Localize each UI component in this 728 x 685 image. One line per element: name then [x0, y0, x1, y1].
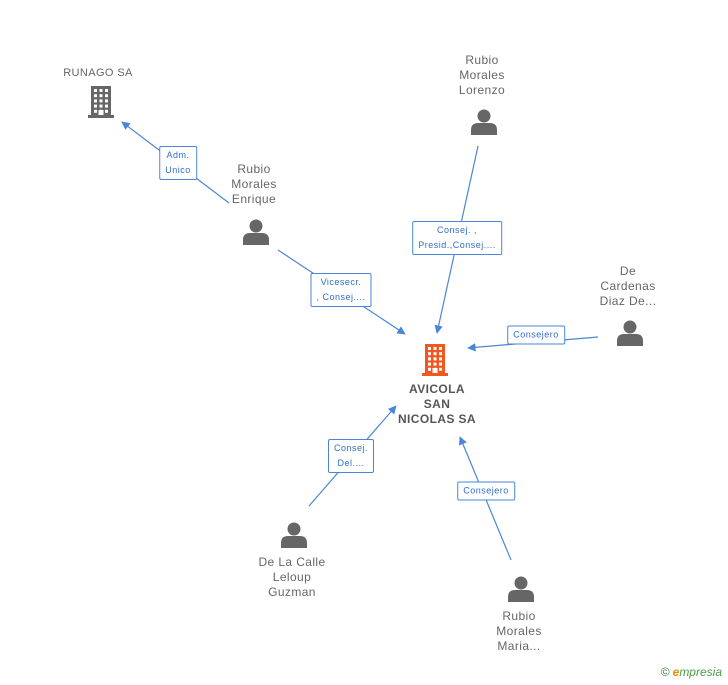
node-maria-person-icon[interactable]: [508, 576, 534, 603]
node-label-enrique[interactable]: Rubio Morales Enrique: [231, 162, 277, 206]
node-lorenzo-person-icon[interactable]: [471, 109, 497, 136]
node-label-decardenas[interactable]: De Cardenas Diaz De...: [599, 264, 657, 308]
edge-label-enrique-center[interactable]: Vicesecr. , Consej....: [310, 273, 372, 307]
empresia-footer: © empresia: [661, 665, 722, 679]
node-label-runago[interactable]: RUNAGO SA: [63, 67, 133, 79]
copyright-symbol: ©: [660, 665, 670, 679]
empresia-logo: empresia: [672, 665, 722, 679]
node-label-delacalle[interactable]: De La Calle Leloup Guzman: [258, 555, 326, 599]
edge-label-maria-center[interactable]: Consejero: [457, 481, 515, 501]
center-node-label[interactable]: AVICOLA SAN NICOLAS SA: [397, 382, 477, 426]
node-delacalle-person-icon[interactable]: [281, 522, 307, 549]
node-runago-building-icon[interactable]: [88, 86, 114, 118]
node-label-lorenzo[interactable]: Rubio Morales Lorenzo: [458, 53, 506, 97]
node-decardenas-person-icon[interactable]: [617, 320, 643, 347]
edge-label-decardenas-center[interactable]: Consejero: [507, 325, 565, 345]
edge-label-delacalle-center[interactable]: Consej. Del....: [327, 439, 375, 473]
center-company-building-icon[interactable]: [422, 344, 448, 376]
node-enrique-person-icon[interactable]: [243, 219, 269, 246]
edge-label-lorenzo-center[interactable]: Consej. , Presid.,Consej....: [412, 221, 502, 255]
node-label-maria[interactable]: Rubio Morales Maria...: [496, 609, 542, 653]
edge-label-enrique-runago[interactable]: Adm. Unico: [159, 146, 197, 180]
